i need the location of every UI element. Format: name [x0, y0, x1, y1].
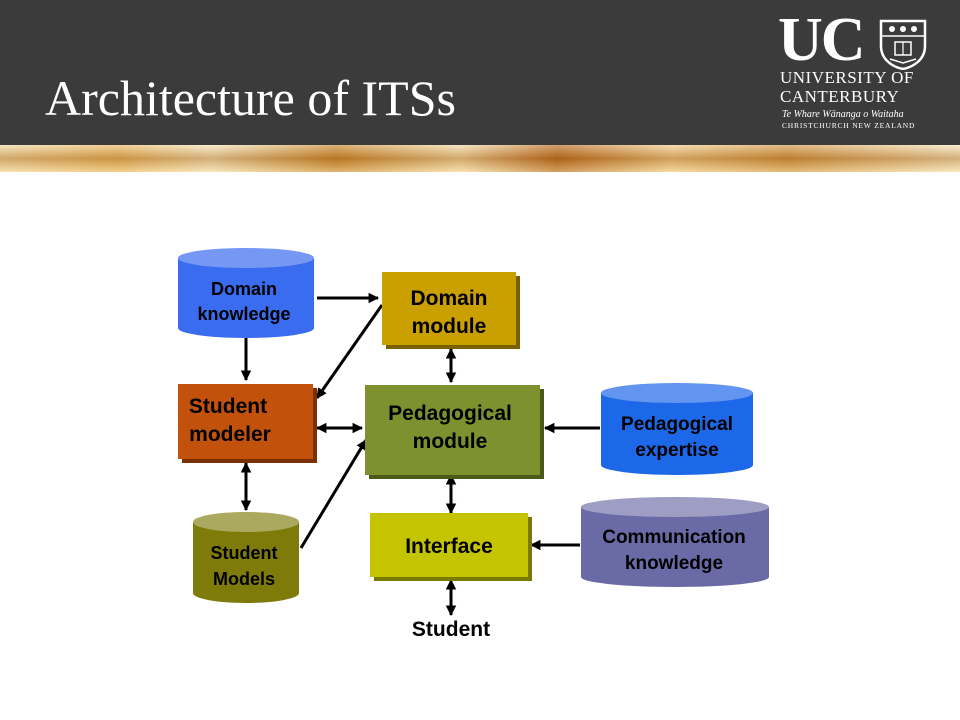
communication-knowledge-label-2: knowledge [625, 553, 723, 574]
domain-module-box: Domain module [382, 272, 520, 349]
communication-knowledge-label-1: Communication [602, 527, 746, 548]
crest-icon [879, 19, 927, 70]
pedagogical-expertise-store: Pedagogical expertise [601, 383, 753, 475]
slide-title: Architecture of ITSs [45, 70, 456, 126]
arrow-student-models-to-pedagogical-module [299, 439, 368, 549]
header-bar [0, 0, 960, 145]
student-label: Student [412, 618, 490, 641]
student-modeler-label-2: modeler [189, 423, 271, 446]
logo-canterbury-line: CANTERBURY [780, 87, 900, 106]
domain-module-label-1: Domain [410, 287, 487, 310]
arrow-domain-module-to-student-modeler [315, 304, 384, 399]
logo-location: CHRISTCHURCH NEW ZEALAND [782, 121, 916, 130]
logo-university-line: UNIVERSITY OF [780, 68, 914, 87]
student-models-label-1: Student [211, 543, 278, 563]
pedagogical-expertise-label-1: Pedagogical [621, 414, 733, 435]
student-models-label-2: Models [213, 569, 275, 589]
domain-knowledge-store: Domain knowledge [178, 248, 314, 338]
interface-box: Interface [370, 513, 532, 581]
pedagogical-module-box: Pedagogical module [365, 385, 544, 479]
pedagogical-expertise-label-2: expertise [635, 440, 718, 461]
university-logo: UC UNIVERSITY OF CANTERBURY Te Whare Wān… [778, 8, 938, 132]
logo-mark: UC [778, 6, 866, 74]
connectors [240, 292, 600, 617]
pedagogical-module-label-2: module [413, 430, 488, 453]
domain-knowledge-label-1: Domain [211, 279, 277, 299]
pedagogical-module-label-1: Pedagogical [388, 402, 512, 425]
student-models-store: Student Models [193, 512, 299, 603]
decorative-band [0, 145, 960, 172]
student-modeler-label-1: Student [189, 395, 267, 418]
domain-module-label-2: module [412, 315, 487, 338]
interface-label: Interface [405, 535, 493, 558]
domain-knowledge-label-2: knowledge [197, 304, 290, 324]
logo-maori-name: Te Whare Wānanga o Waitaha [782, 109, 904, 120]
student-modeler-box: Student modeler [178, 384, 317, 463]
communication-knowledge-store: Communication knowledge [581, 497, 769, 587]
